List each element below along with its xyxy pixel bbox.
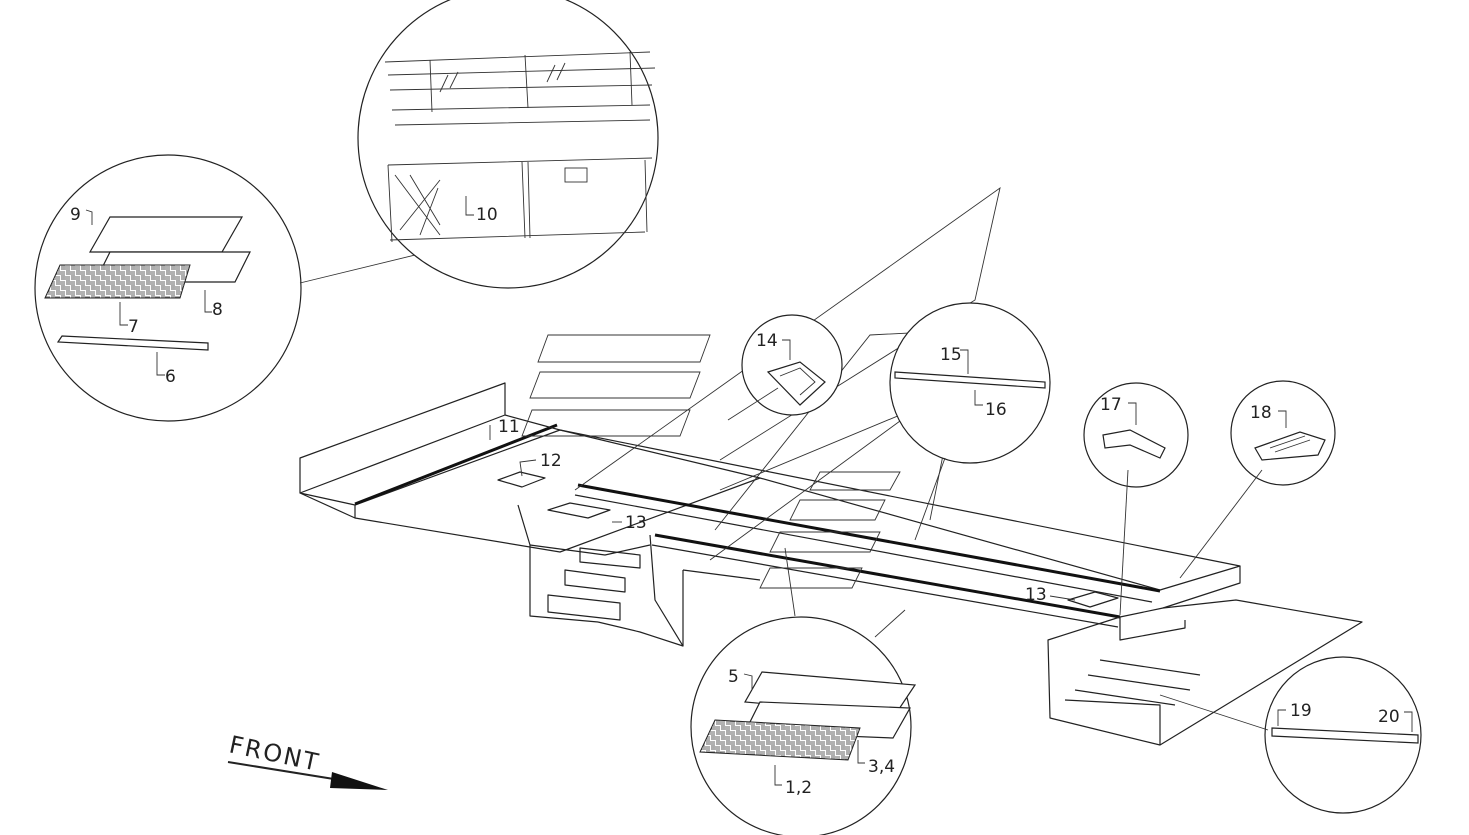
label-20: 20 [1378,707,1400,727]
front-arrow-icon [330,772,388,790]
label-13-left: 13 [625,513,647,533]
label-19: 19 [1290,701,1312,721]
label-18: 18 [1250,403,1272,423]
detail-circle-14: 14 [727,314,843,421]
main-floor-assembly [299,382,1363,746]
front-direction-indicator: FRONT [227,730,388,790]
label-16: 16 [985,400,1007,420]
label-7: 7 [128,317,139,337]
label-5: 5 [728,667,739,687]
label-15: 15 [940,345,962,365]
label-12: 12 [540,451,562,471]
detail-circle-17: 17 [1083,382,1189,616]
label-10: 10 [476,205,498,225]
detail-circle-18: 18 [1179,380,1336,579]
label-11: 11 [498,417,520,437]
detail-circle-15-16: 15 16 [889,302,1051,541]
label-1-2: 1,2 [785,778,812,798]
label-17: 17 [1100,395,1122,415]
label-14: 14 [756,331,778,351]
label-6: 6 [165,367,176,387]
label-3-4: 3,4 [868,757,895,777]
label-8: 8 [212,300,223,320]
label-13-right: 13 [1025,585,1047,605]
detail-circle-6-9: 9 7 8 6 [34,154,486,422]
detail-circle-1-5: 5 1,2 3,4 [690,547,917,835]
label-9: 9 [70,205,81,225]
detail-circle-19-20: 19 20 [1159,656,1422,814]
detail-circle-10: 10 [357,0,659,289]
